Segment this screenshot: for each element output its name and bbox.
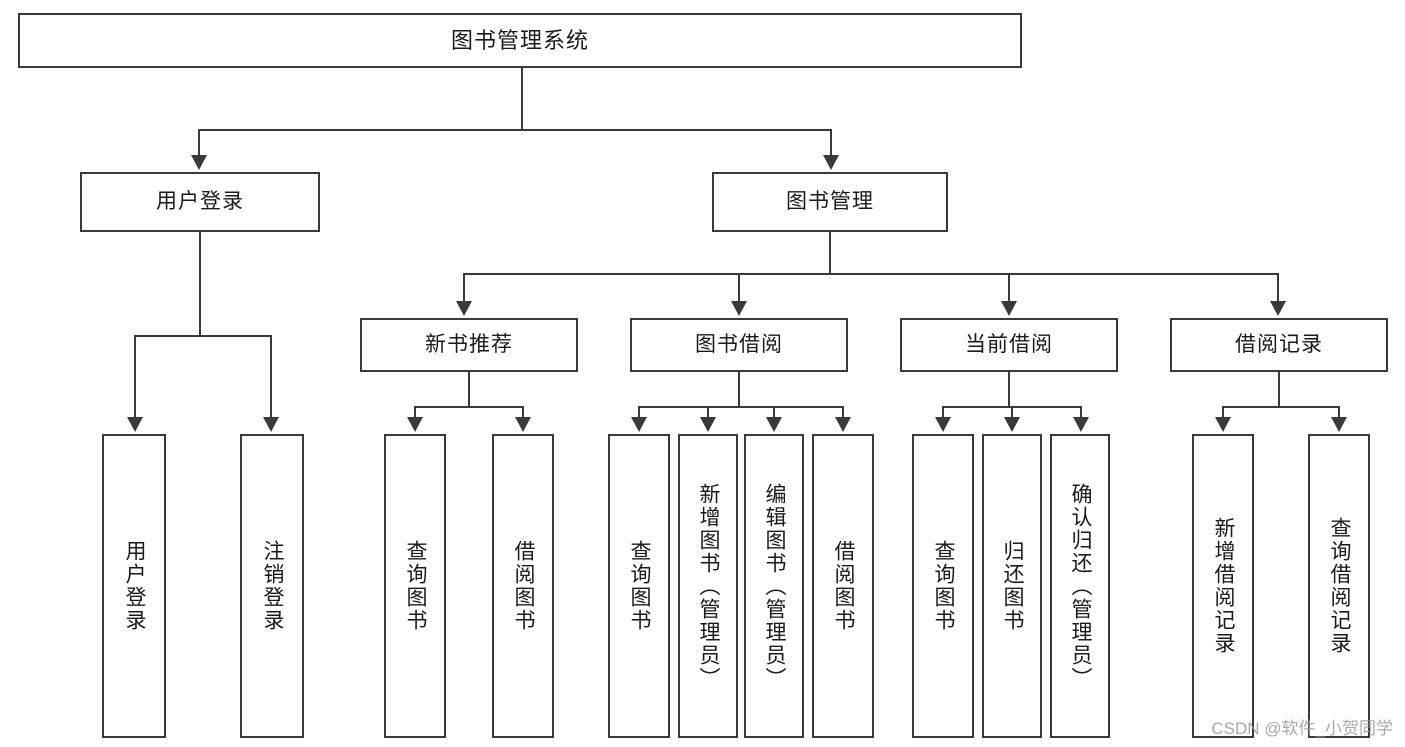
node-root-system[interactable]: 图书管理系统 <box>18 13 1022 68</box>
connector-newbook-drop-1 <box>414 406 416 419</box>
connector-current-drop-3 <box>1080 406 1082 419</box>
connector-current-drop-2 <box>1011 406 1013 419</box>
arrow-to-user-login <box>191 155 207 170</box>
arrow-to-user-login-leaf <box>127 417 143 432</box>
connector-borrow-drop-2 <box>707 406 709 419</box>
leaf-user-login[interactable]: 用户登录 <box>102 434 166 738</box>
connector-root-drop-user <box>198 129 200 157</box>
node-current-borrow[interactable]: 当前借阅 <box>900 318 1118 372</box>
arrow-to-borrow-leaf-2 <box>700 417 716 432</box>
connector-root-stem <box>521 68 523 130</box>
leaf-borrow-query-book[interactable]: 查询图书 <box>608 434 670 738</box>
leaf-current-return-book[interactable]: 归还图书 <box>982 434 1042 738</box>
leaf-borrow-edit-book[interactable]: 编辑图书（管理员） <box>744 434 804 738</box>
connector-record-drop-1 <box>1222 406 1224 419</box>
leaf-logout[interactable]: 注销登录 <box>240 434 304 738</box>
arrow-to-current-borrow <box>1001 301 1017 316</box>
leaf-label: 新增借阅记录 <box>1212 517 1236 655</box>
leaf-label: 编辑图书（管理员） <box>763 482 787 690</box>
connector-root-bus <box>198 129 832 131</box>
leaf-label: 借阅图书 <box>832 540 856 632</box>
leaf-label: 归还图书 <box>1001 540 1025 632</box>
node-label: 当前借阅 <box>965 332 1053 356</box>
connector-user-stem <box>199 232 201 336</box>
leaf-label: 借阅图书 <box>512 540 536 632</box>
leaf-label: 查询图书 <box>932 540 956 632</box>
connector-book-drop-1 <box>463 273 465 303</box>
arrow-to-new-book <box>456 301 472 316</box>
connector-record-stem <box>1278 372 1280 407</box>
node-label: 新书推荐 <box>425 332 513 356</box>
node-user-login[interactable]: 用户登录 <box>80 172 320 232</box>
leaf-current-confirm-return[interactable]: 确认归还（管理员） <box>1050 434 1110 738</box>
arrow-to-record-leaf-1 <box>1215 417 1231 432</box>
leaf-current-query-book[interactable]: 查询图书 <box>912 434 974 738</box>
leaf-newbook-borrow-book[interactable]: 借阅图书 <box>492 434 554 738</box>
connector-root-drop-book <box>830 129 832 157</box>
node-book-manage[interactable]: 图书管理 <box>712 172 948 232</box>
node-book-borrow[interactable]: 图书借阅 <box>630 318 848 372</box>
arrow-to-newbook-leaf-2 <box>515 417 531 432</box>
arrow-to-record-leaf-2 <box>1331 417 1347 432</box>
arrow-to-book-borrow <box>731 301 747 316</box>
leaf-label: 新增图书（管理员） <box>697 482 721 690</box>
arrow-to-borrow-record <box>1270 301 1286 316</box>
arrow-to-borrow-leaf-3 <box>766 417 782 432</box>
leaf-record-query-record[interactable]: 查询借阅记录 <box>1308 434 1370 738</box>
connector-newbook-stem <box>468 372 470 407</box>
node-label: 图书管理系统 <box>450 27 589 53</box>
arrow-to-current-leaf-1 <box>935 417 951 432</box>
connector-newbook-bus <box>414 406 524 408</box>
leaf-label: 查询图书 <box>404 540 428 632</box>
leaf-borrow-add-book[interactable]: 新增图书（管理员） <box>678 434 738 738</box>
connector-record-bus <box>1222 406 1340 408</box>
leaf-record-add-record[interactable]: 新增借阅记录 <box>1192 434 1254 738</box>
leaf-label: 注销登录 <box>261 540 285 632</box>
node-borrow-record[interactable]: 借阅记录 <box>1170 318 1388 372</box>
arrow-to-current-leaf-2 <box>1004 417 1020 432</box>
node-label: 图书管理 <box>786 189 874 213</box>
connector-book-drop-3 <box>1008 273 1010 303</box>
connector-book-drop-4 <box>1277 273 1279 303</box>
connector-user-bus <box>134 335 272 337</box>
connector-current-stem <box>1008 372 1010 407</box>
arrow-to-logout-leaf <box>263 417 279 432</box>
arrow-to-newbook-leaf-1 <box>407 417 423 432</box>
arrow-to-book-manage <box>823 155 839 170</box>
leaf-label: 查询图书 <box>628 540 652 632</box>
node-label: 借阅记录 <box>1235 332 1323 356</box>
arrow-to-borrow-leaf-1 <box>631 417 647 432</box>
connector-book-bus <box>463 273 1279 275</box>
node-label: 用户登录 <box>156 189 244 213</box>
leaf-label: 查询借阅记录 <box>1328 517 1352 655</box>
connector-borrow-stem <box>738 372 740 407</box>
arrow-to-borrow-leaf-4 <box>835 417 851 432</box>
connector-current-drop-1 <box>942 406 944 419</box>
connector-newbook-drop-2 <box>522 406 524 419</box>
connector-record-drop-2 <box>1338 406 1340 419</box>
connector-user-drop-1 <box>134 335 136 419</box>
connector-book-drop-2 <box>738 273 740 303</box>
connector-book-stem <box>829 232 831 274</box>
leaf-borrow-borrow-book[interactable]: 借阅图书 <box>812 434 874 738</box>
leaf-newbook-query-book[interactable]: 查询图书 <box>384 434 446 738</box>
leaf-label: 确认归还（管理员） <box>1069 482 1093 690</box>
leaf-label: 用户登录 <box>123 540 147 632</box>
connector-borrow-bus <box>638 406 844 408</box>
arrow-to-current-leaf-3 <box>1073 417 1089 432</box>
connector-borrow-drop-4 <box>842 406 844 419</box>
connector-borrow-drop-3 <box>773 406 775 419</box>
node-new-book-recommend[interactable]: 新书推荐 <box>360 318 578 372</box>
node-label: 图书借阅 <box>695 332 783 356</box>
connector-user-drop-2 <box>270 335 272 419</box>
connector-borrow-drop-1 <box>638 406 640 419</box>
